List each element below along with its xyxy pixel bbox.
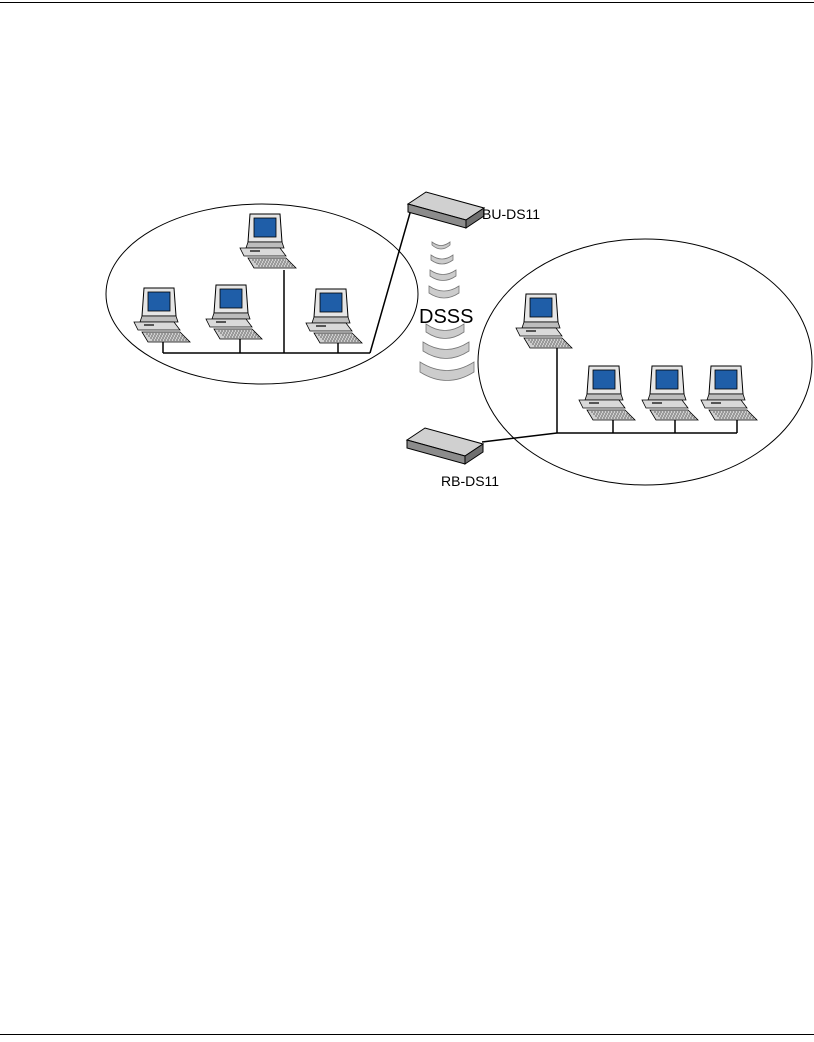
computer-icon	[206, 285, 262, 339]
remote-bridge-label: RB-DS11	[441, 473, 499, 489]
right-network-boundary	[478, 239, 812, 485]
computer-icon	[240, 214, 296, 268]
computer-icon	[306, 289, 362, 343]
computer-icon	[701, 366, 757, 420]
computer-icon	[134, 288, 190, 342]
link-label: DSSS	[419, 306, 473, 328]
computer-icon	[642, 366, 698, 420]
bridge-unit-icon	[407, 428, 483, 464]
left-network-bus	[163, 206, 412, 353]
access-point-label: BU-DS11	[482, 206, 540, 222]
footer-rule	[0, 1034, 814, 1035]
bridge-unit-icon	[408, 192, 484, 228]
computer-icon	[579, 366, 635, 420]
computer-icon	[516, 294, 572, 348]
